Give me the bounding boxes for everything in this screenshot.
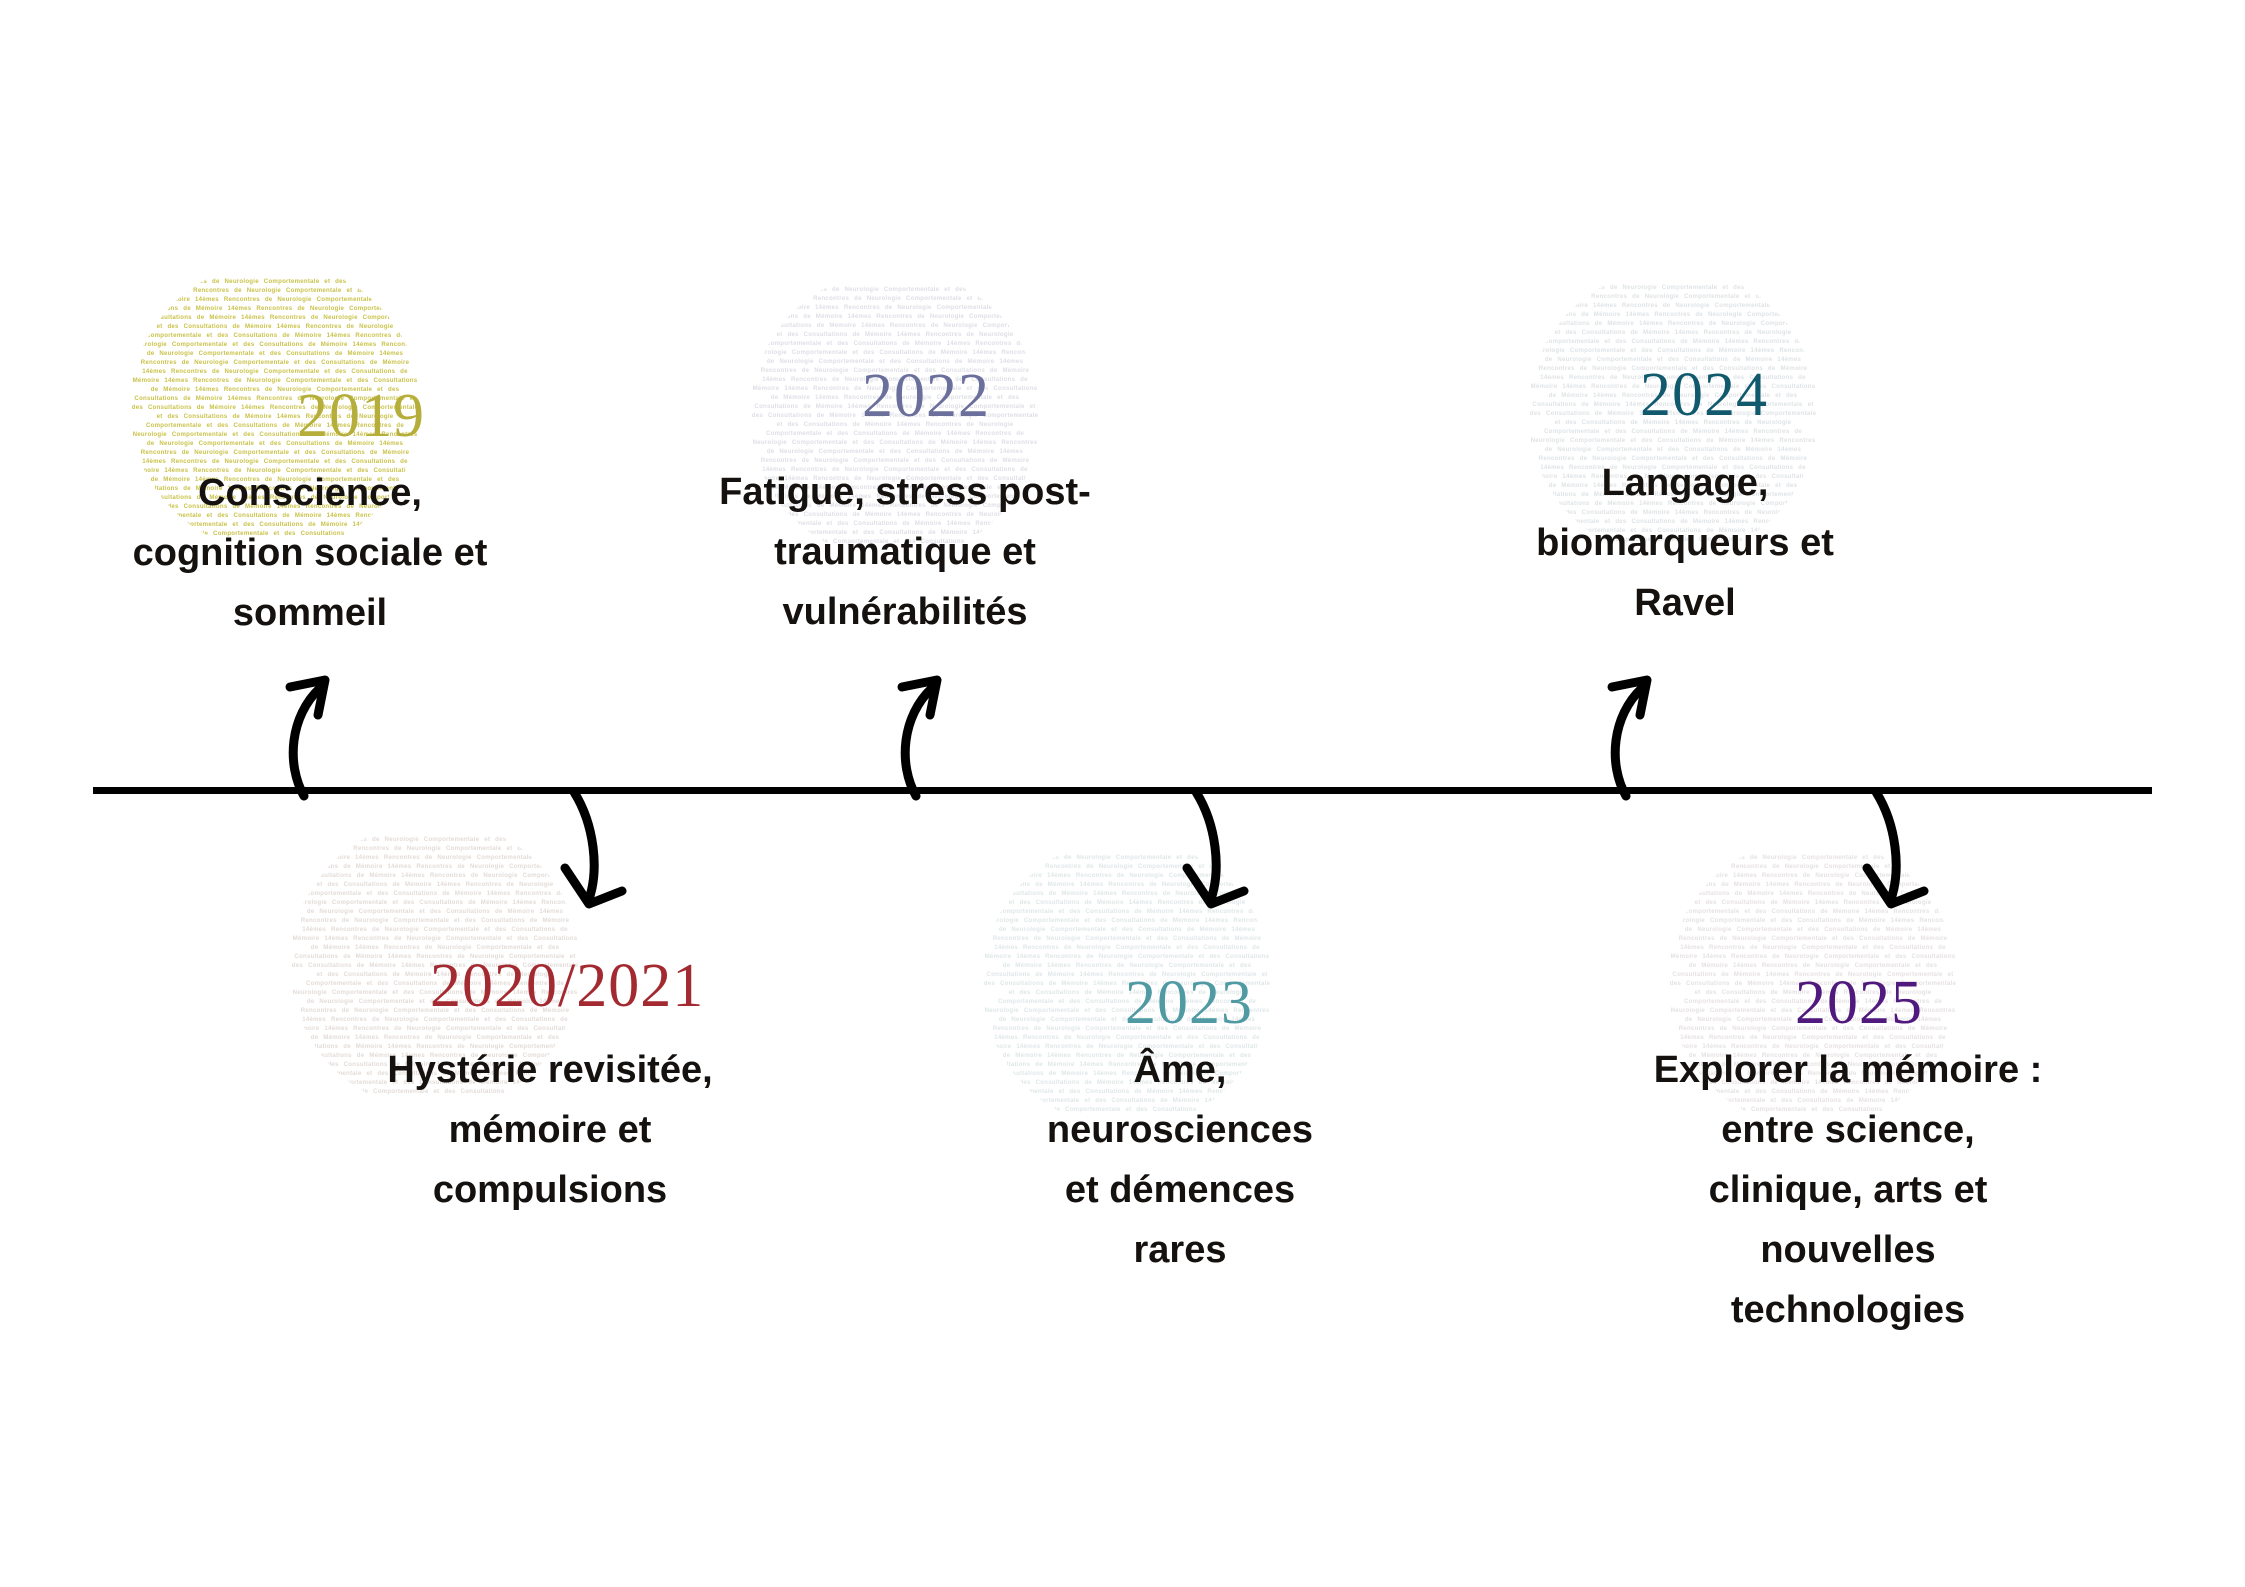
year-label-2024: 2024 (1640, 361, 1768, 429)
year-label-2022: 2022 (862, 362, 990, 430)
year-label-2020-2021: 2020/2021 (430, 952, 705, 1020)
caption-2023: Âme, neurosciences et démences rares (1046, 1049, 1314, 1271)
year-label-2023: 2023 (1125, 969, 1253, 1037)
caption-2025: Explorer la mémoire : entre science, cli… (1653, 1049, 2043, 1331)
arrow-up-2019 (268, 668, 388, 801)
arrow-down-2023 (1182, 787, 1302, 920)
caption-2022: Fatigue, stress post- traumatique et vul… (719, 471, 1091, 633)
arrow-up-2022 (880, 668, 1000, 801)
year-label-2025: 2025 (1795, 969, 1923, 1037)
arrow-down-2020-2021 (560, 787, 680, 920)
arrow-up-2024 (1590, 668, 1710, 801)
caption-2024: Langage, biomarqueurs et Ravel (1536, 462, 1834, 624)
timeline-axis (93, 787, 2152, 794)
caption-2019: Conscience, cognition sociale et sommeil (132, 472, 488, 634)
arrow-down-2025 (1862, 787, 1982, 920)
caption-2020-2021: Hystérie revisitée, mémoire et compulsio… (387, 1049, 713, 1211)
year-label-2019: 2019 (297, 382, 425, 450)
